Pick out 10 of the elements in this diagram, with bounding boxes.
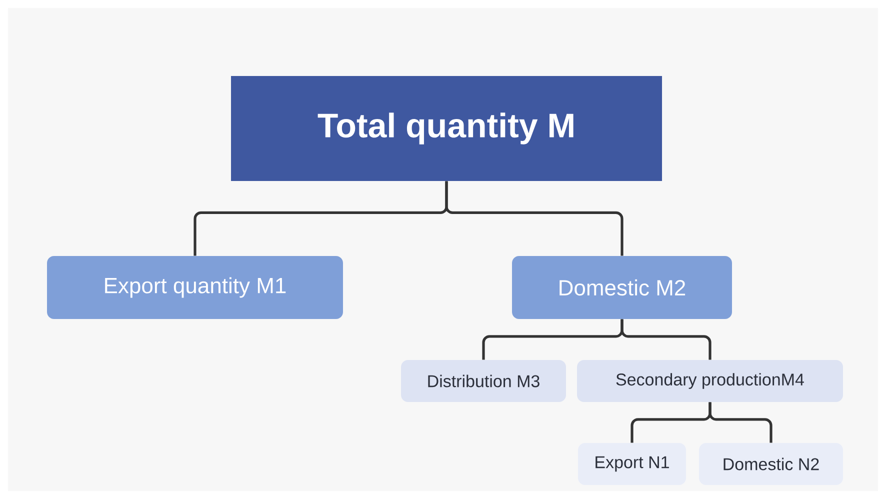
title-box: Total quantity M	[231, 76, 662, 181]
subcategory-box: Domestic N2	[699, 443, 843, 485]
category-box: Export quantity M1	[47, 256, 343, 319]
connector	[620, 319, 712, 360]
subcategory-box: Export N1	[578, 443, 686, 485]
category-box: Domestic M2	[512, 256, 732, 319]
subcategory-box: Secondary productionM4	[577, 360, 843, 402]
subcategory-box: Distribution M3	[401, 360, 566, 402]
connector	[708, 402, 772, 443]
connector	[445, 181, 624, 256]
